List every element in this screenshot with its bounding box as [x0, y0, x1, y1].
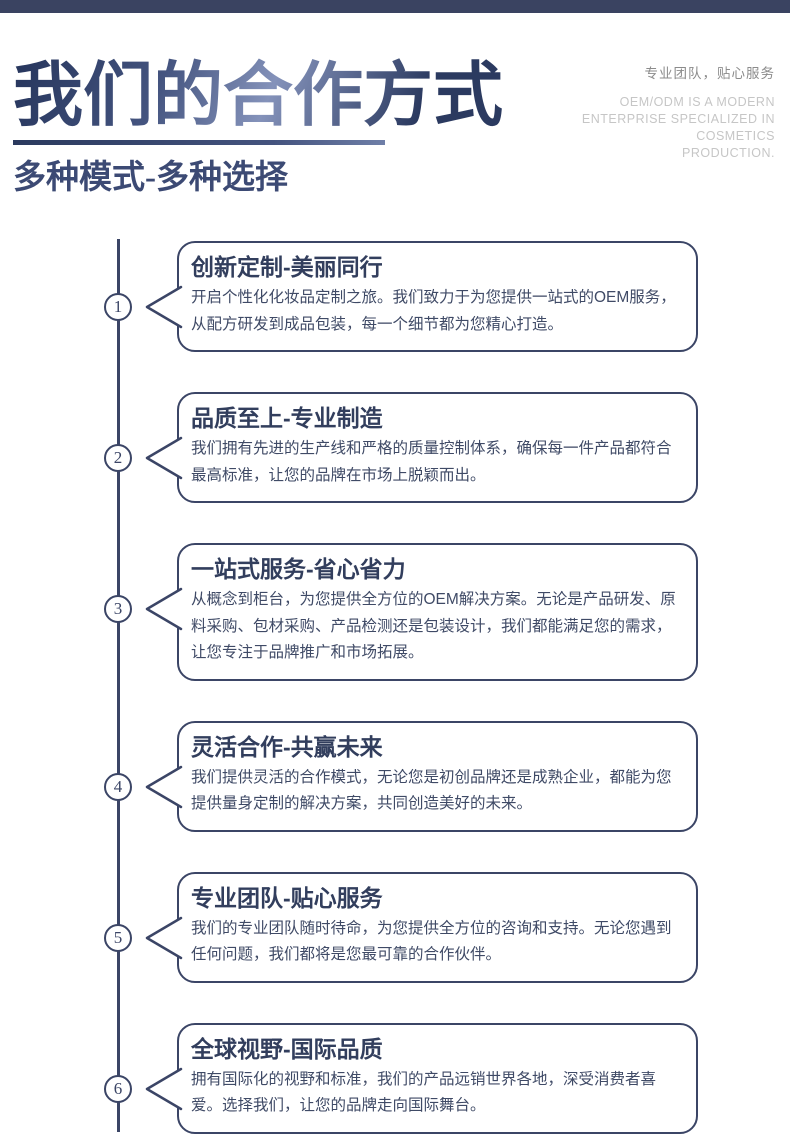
- header: 我们的合作方式 多种模式-多种选择 专业团队，贴心服务 OEM/ODM IS A…: [0, 13, 790, 198]
- timeline-line: [117, 239, 120, 1132]
- step-card: 专业团队-贴心服务 我们的专业团队随时待命，为您提供全方位的咨询和支持。无论您遇…: [177, 871, 698, 983]
- timeline-item: 5 专业团队-贴心服务 我们的专业团队随时待命，为您提供全方位的咨询和支持。无论…: [104, 871, 698, 983]
- step-title: 品质至上-专业制造: [191, 405, 383, 431]
- step-number-badge: 1: [104, 293, 132, 321]
- arrow-notch-icon: [145, 285, 183, 329]
- step-number-badge: 6: [104, 1074, 132, 1103]
- step-body: 我们的专业团队随时待命，为您提供全方位的咨询和支持。无论您遇到任何问题，我们都将…: [191, 919, 672, 964]
- tagline-chinese: 专业团队，贴心服务: [644, 66, 775, 81]
- timeline-item: 2 品质至上-专业制造 我们拥有先进的生产线和严格的质量控制体系，确保每一件产品…: [104, 392, 698, 503]
- step-body: 从概念到柜台，为您提供全方位的OEM解决方案。无论是产品研发、原料采购、包材采购…: [191, 591, 676, 661]
- step-number-badge: 4: [104, 772, 132, 801]
- tagline-english: OEM/ODM IS A MODERN ENTERPRISE SPECIALIZ…: [555, 94, 775, 162]
- arrow-notch-icon: [145, 587, 183, 631]
- step-number-badge: 5: [104, 923, 132, 952]
- top-bar: [0, 0, 790, 13]
- tagline-english-line: ENTERPRISE SPECIALIZED IN: [581, 112, 775, 126]
- timeline-item: 3 一站式服务-省心省力 从概念到柜台，为您提供全方位的OEM解决方案。无论是产…: [104, 543, 698, 681]
- timeline-item: 1 创新定制-美丽同行 开启个性化化妆品定制之旅。我们致力于为您提供一站式的OE…: [104, 241, 698, 352]
- step-title: 灵活合作-共赢未来: [191, 733, 383, 760]
- step-body: 我们拥有先进的生产线和严格的质量控制体系，确保每一件产品都符合最高标准，让您的品…: [191, 440, 672, 484]
- step-card: 创新定制-美丽同行 开启个性化化妆品定制之旅。我们致力于为您提供一站式的OEM服…: [177, 241, 698, 352]
- timeline: 1 创新定制-美丽同行 开启个性化化妆品定制之旅。我们致力于为您提供一站式的OE…: [0, 239, 790, 1134]
- step-number-badge: 3: [104, 595, 132, 623]
- step-card: 品质至上-专业制造 我们拥有先进的生产线和严格的质量控制体系，确保每一件产品都符…: [177, 392, 698, 503]
- arrow-notch-icon: [145, 1067, 183, 1110]
- step-card: 一站式服务-省心省力 从概念到柜台，为您提供全方位的OEM解决方案。无论是产品研…: [177, 543, 698, 681]
- step-title: 创新定制-美丽同行: [191, 254, 383, 280]
- timeline-item: 6 全球视野-国际品质 拥有国际化的视野和标准，我们的产品远销世界各地，深受消费…: [104, 1022, 698, 1134]
- arrow-notch-icon: [145, 916, 183, 959]
- timeline-items: 1 创新定制-美丽同行 开启个性化化妆品定制之旅。我们致力于为您提供一站式的OE…: [0, 241, 790, 1134]
- step-card: 灵活合作-共赢未来 我们提供灵活的合作模式，无论您是初创品牌还是成熟企业，都能为…: [177, 720, 698, 832]
- step-number-badge: 2: [104, 444, 132, 472]
- header-tagline: 专业团队，贴心服务 OEM/ODM IS A MODERN ENTERPRISE…: [555, 62, 775, 162]
- timeline-item: 4 灵活合作-共赢未来 我们提供灵活的合作模式，无论您是初创品牌还是成熟企业，都…: [104, 720, 698, 832]
- arrow-notch-icon: [145, 765, 183, 808]
- page-title: 我们的合作方式: [13, 58, 503, 135]
- step-body: 拥有国际化的视野和标准，我们的产品远销世界各地，深受消费者喜爱。选择我们，让您的…: [191, 1070, 657, 1115]
- page-subtitle: 多种模式-多种选择: [13, 160, 288, 196]
- step-title: 专业团队-贴心服务: [191, 884, 383, 911]
- step-title: 一站式服务-省心省力: [191, 556, 406, 582]
- tagline-english-line: OEM/ODM IS A MODERN: [619, 95, 775, 109]
- step-card: 全球视野-国际品质 拥有国际化的视野和标准，我们的产品远销世界各地，深受消费者喜…: [177, 1022, 698, 1134]
- step-body: 开启个性化化妆品定制之旅。我们致力于为您提供一站式的OEM服务，从配方研发到成品…: [191, 289, 676, 333]
- tagline-english-line: COSMETICS: [696, 129, 775, 143]
- step-title: 全球视野-国际品质: [191, 1035, 383, 1062]
- arrow-notch-icon: [145, 436, 183, 480]
- step-body: 我们提供灵活的合作模式，无论您是初创品牌还是成熟企业，都能为您提供量身定制的解决…: [191, 768, 672, 813]
- tagline-english-line: PRODUCTION.: [682, 146, 775, 160]
- title-underline: [13, 140, 385, 145]
